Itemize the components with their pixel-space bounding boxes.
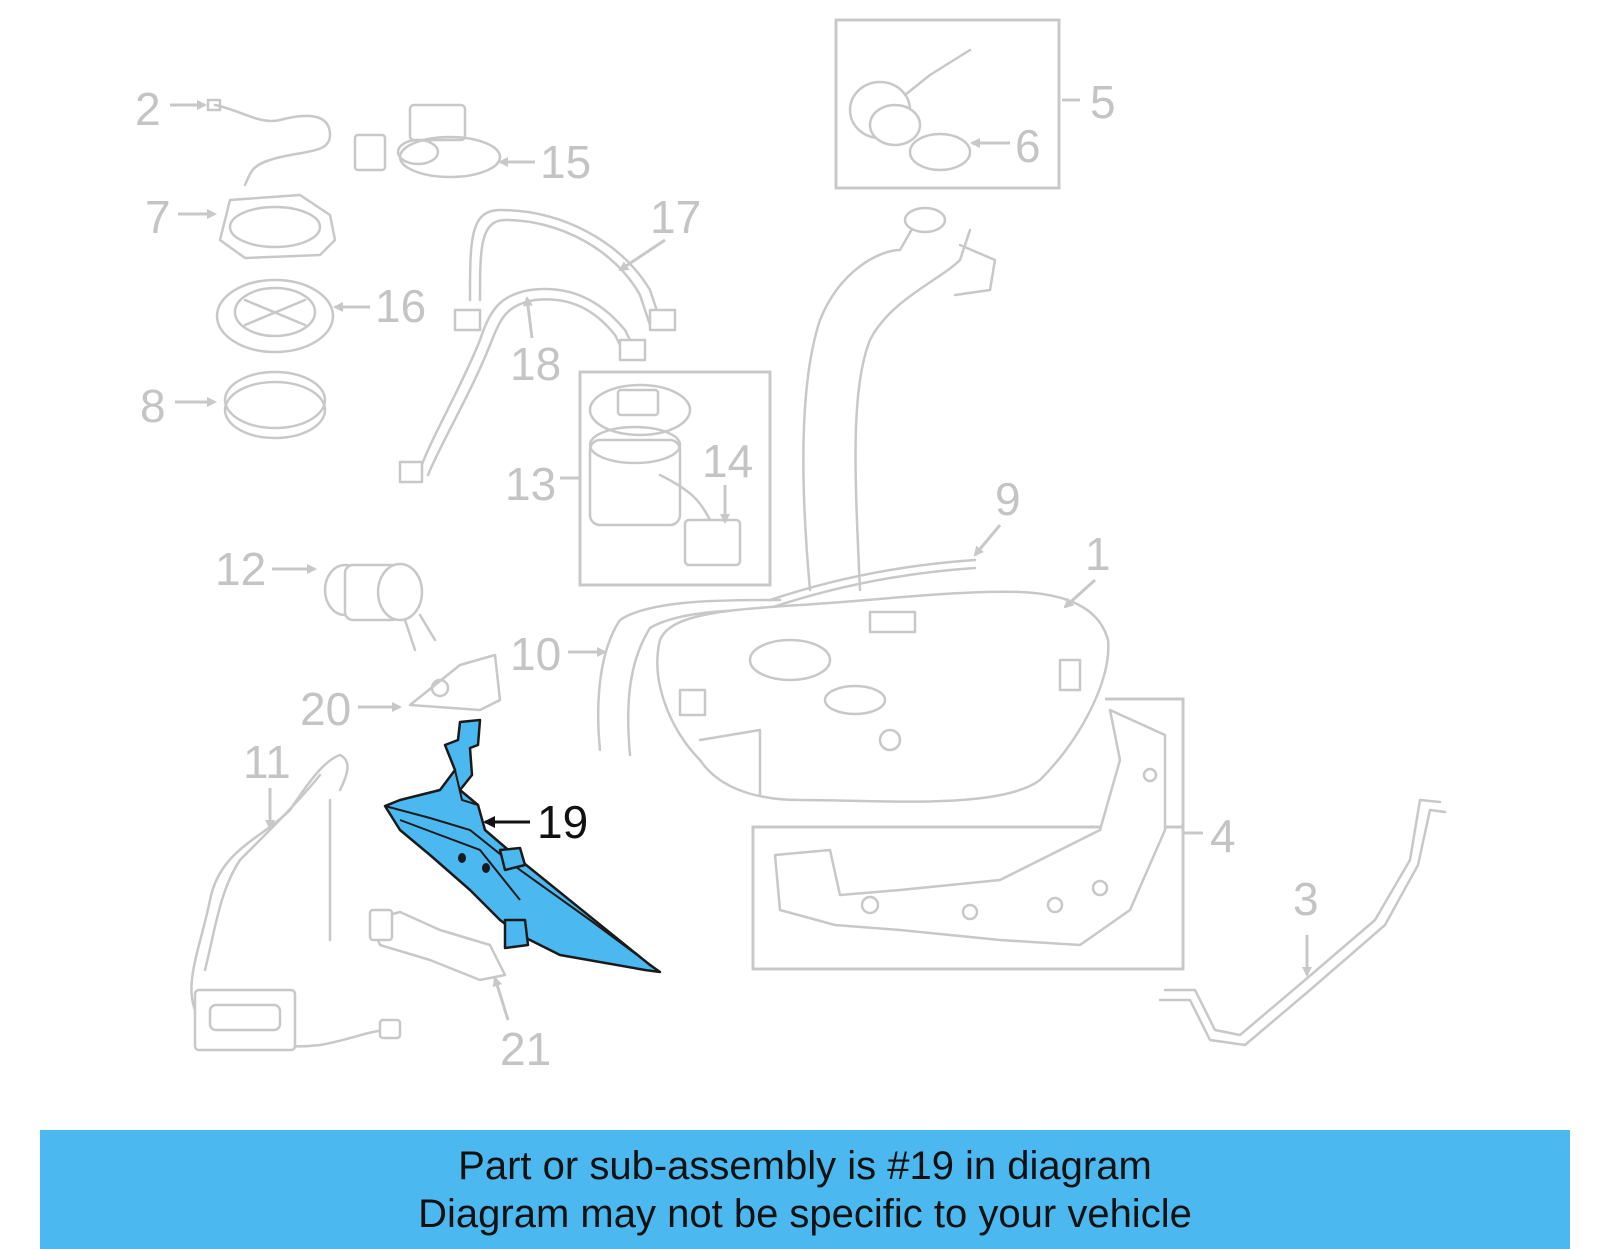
callout-14: 14 bbox=[702, 435, 753, 524]
part-20-bracket bbox=[408, 653, 502, 712]
part-7-lock-ring bbox=[218, 193, 337, 260]
info-banner: Part or sub-assembly is #19 in diagram D… bbox=[40, 1130, 1570, 1249]
part-filler-neck bbox=[802, 206, 997, 592]
callout-16: 16 bbox=[333, 280, 426, 332]
part-4-heat-shield bbox=[773, 708, 1167, 947]
part-3-tank-strap bbox=[1158, 798, 1447, 1047]
svg-text:15: 15 bbox=[540, 136, 591, 188]
callout-7: 7 bbox=[145, 191, 217, 243]
part-8-seal bbox=[223, 370, 327, 440]
callout-17: 17 bbox=[618, 191, 701, 272]
svg-text:14: 14 bbox=[702, 435, 753, 487]
part-15-connector bbox=[353, 103, 502, 179]
callout-19: 19 bbox=[483, 796, 588, 848]
part-9-vent-line bbox=[768, 558, 977, 610]
part-19-highlighted-bracket bbox=[383, 718, 662, 974]
svg-text:1: 1 bbox=[1085, 528, 1111, 580]
callout-6: 6 bbox=[970, 120, 1041, 172]
part-13-fuel-pump bbox=[588, 383, 692, 527]
svg-text:20: 20 bbox=[300, 683, 351, 735]
svg-text:8: 8 bbox=[140, 380, 166, 432]
svg-text:12: 12 bbox=[215, 543, 266, 595]
callout-15: 15 bbox=[498, 136, 591, 188]
svg-text:9: 9 bbox=[995, 473, 1021, 525]
part-12-fuel-filter bbox=[323, 562, 437, 652]
svg-text:13: 13 bbox=[505, 458, 556, 510]
callout-21: 21 bbox=[492, 976, 551, 1075]
svg-text:19: 19 bbox=[537, 796, 588, 848]
banner-line-part-number: Part or sub-assembly is #19 in diagram bbox=[458, 1143, 1152, 1188]
svg-text:21: 21 bbox=[500, 1023, 551, 1075]
callout-8: 8 bbox=[140, 380, 217, 432]
callout-4: 4 bbox=[1183, 810, 1236, 862]
svg-text:11: 11 bbox=[243, 736, 291, 788]
part-5-cap bbox=[848, 48, 972, 147]
part-6-o-ring bbox=[908, 132, 972, 172]
svg-text:7: 7 bbox=[145, 191, 171, 243]
svg-text:17: 17 bbox=[650, 191, 701, 243]
callout-3: 3 bbox=[1293, 873, 1319, 977]
svg-text:3: 3 bbox=[1293, 873, 1319, 925]
part-11-wiring-harness bbox=[190, 753, 402, 1052]
svg-text:5: 5 bbox=[1090, 76, 1116, 128]
part-17-fuel-line bbox=[453, 208, 677, 332]
part-21-connector bbox=[368, 908, 507, 982]
callout-2: 2 bbox=[135, 83, 207, 135]
part-2-sensor-wire bbox=[206, 98, 332, 187]
svg-text:6: 6 bbox=[1015, 120, 1041, 172]
callout-11: 11 bbox=[243, 736, 291, 830]
part-14-connector bbox=[658, 473, 742, 567]
banner-line-disclaimer: Diagram may not be specific to your vehi… bbox=[418, 1191, 1192, 1236]
part-1-fuel-tank bbox=[656, 590, 1110, 803]
svg-text:4: 4 bbox=[1210, 810, 1236, 862]
callout-1: 1 bbox=[1063, 528, 1111, 609]
part-18-fuel-line bbox=[398, 287, 647, 484]
callout-5: 5 bbox=[1062, 76, 1116, 128]
svg-text:10: 10 bbox=[510, 628, 561, 680]
callout-12: 12 bbox=[215, 543, 317, 595]
callout-13: 13 bbox=[505, 458, 580, 510]
callout-20: 20 bbox=[300, 683, 402, 735]
parts-diagram: 2 15 7 16 8 17 18 5 6 13 14 9 bbox=[135, 18, 1447, 1075]
callout-10: 10 bbox=[510, 628, 607, 680]
part-16-flange bbox=[215, 278, 335, 354]
callout-18: 18 bbox=[510, 296, 561, 390]
callout-9: 9 bbox=[973, 473, 1021, 557]
svg-text:16: 16 bbox=[375, 280, 426, 332]
svg-text:2: 2 bbox=[135, 83, 161, 135]
svg-text:18: 18 bbox=[510, 338, 561, 390]
